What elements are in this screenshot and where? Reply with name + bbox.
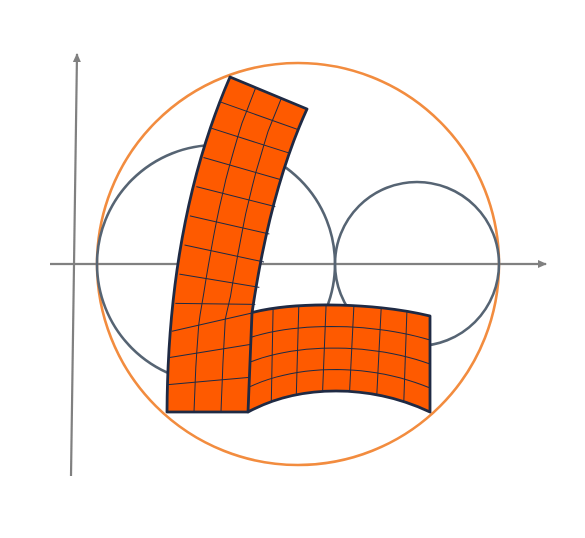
vertical-axis xyxy=(69,53,81,477)
l-shape-vertical-bar xyxy=(165,75,309,414)
l-shape-horizontal-bar xyxy=(246,303,432,414)
